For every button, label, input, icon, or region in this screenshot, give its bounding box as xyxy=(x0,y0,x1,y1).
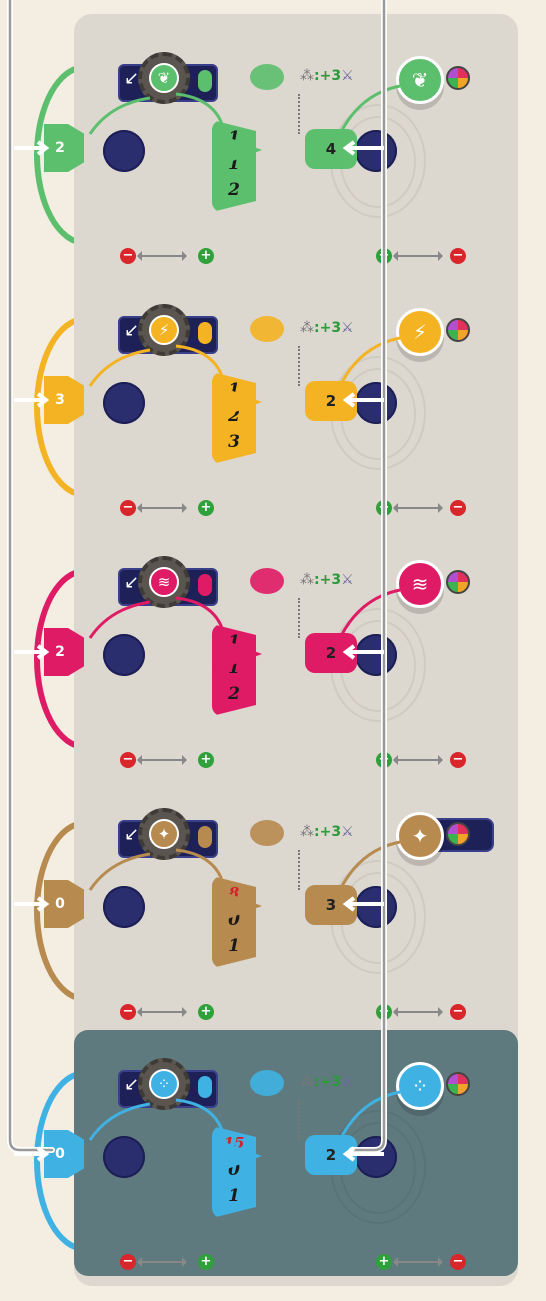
flow-curve xyxy=(176,1100,222,1130)
flow-curve xyxy=(340,86,400,134)
flow-curve xyxy=(90,854,150,890)
flow-curves xyxy=(0,780,546,1026)
flow-curves xyxy=(0,1030,546,1276)
flow-curve xyxy=(90,602,150,638)
flow-curve xyxy=(90,350,150,386)
flow-curve xyxy=(340,338,400,386)
panel-brown: 0 801 3 ↙ ✦ ⁂:+3⚔ ✦ − + + − xyxy=(0,780,505,1026)
flow-curves xyxy=(0,276,546,522)
flow-curve xyxy=(176,346,222,376)
flow-curve xyxy=(176,94,222,124)
flow-curves xyxy=(0,24,546,270)
flow-curve xyxy=(340,842,400,890)
flow-curve xyxy=(176,598,222,628)
flow-curve xyxy=(176,850,222,880)
flow-curve xyxy=(340,590,400,638)
flow-curve xyxy=(90,1104,150,1140)
flow-curve xyxy=(340,1092,400,1140)
flow-curves xyxy=(0,528,546,774)
flow-curve xyxy=(90,98,150,134)
